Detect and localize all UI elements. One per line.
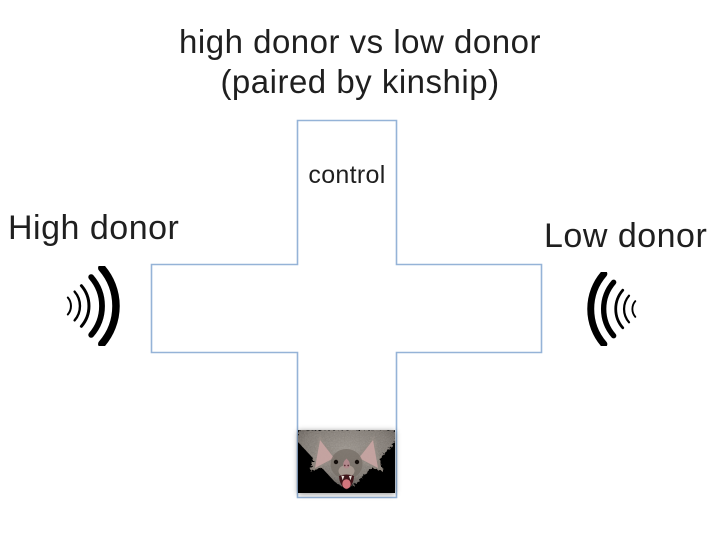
slide-title: high donor vs low donor (paired by kinsh… <box>0 22 720 102</box>
sound-wave-arcs <box>587 272 637 346</box>
sound-waves-icon <box>66 266 120 346</box>
sound-waves-icon <box>587 272 637 346</box>
low-donor-label: Low donor <box>544 217 708 255</box>
vampire-bat-image <box>298 430 395 493</box>
slide-title-line1: high donor vs low donor <box>179 23 541 60</box>
slide-title-line2: (paired by kinship) <box>220 63 500 100</box>
high-donor-label: High donor <box>8 209 180 247</box>
sound-wave-arcs <box>66 266 120 346</box>
control-arm-label: control <box>308 161 386 189</box>
